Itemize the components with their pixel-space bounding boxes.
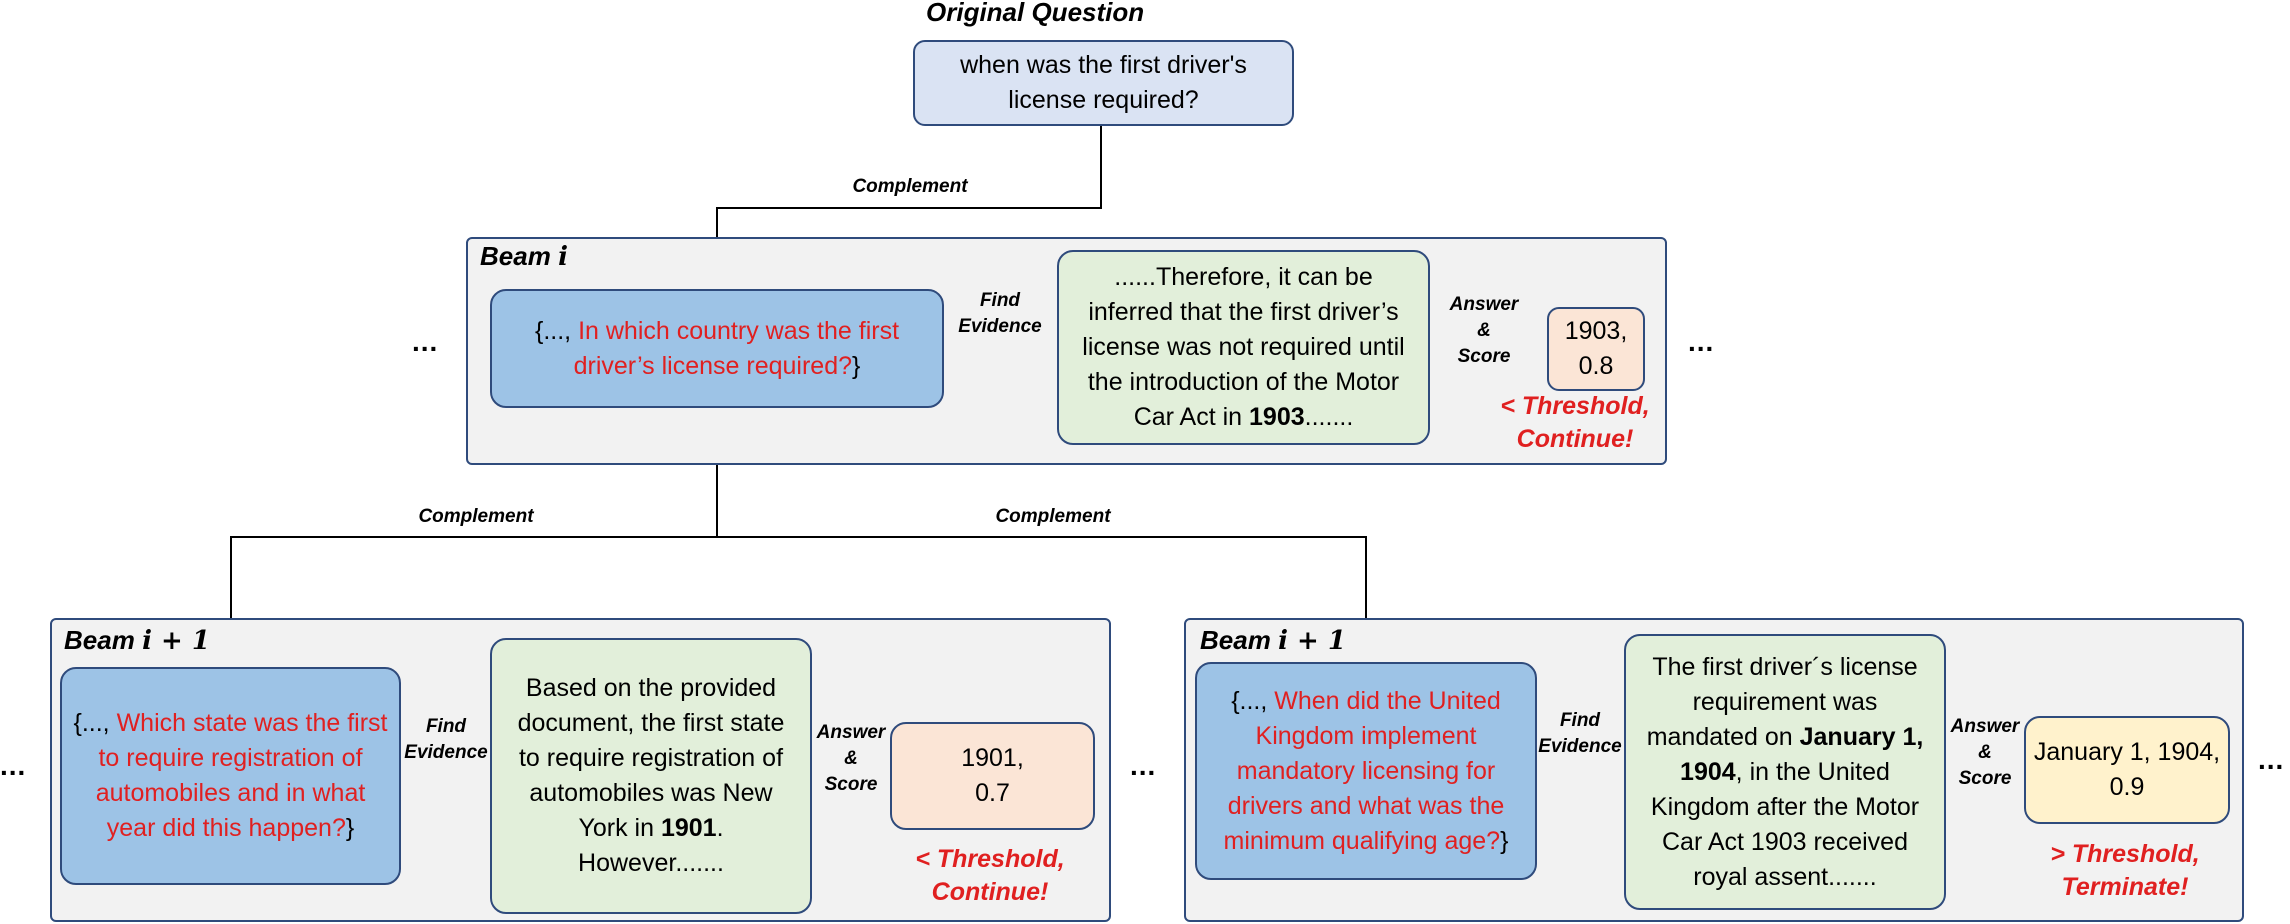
ellipsis-left-edge: ... — [0, 750, 27, 781]
beam-i-answer-text: 1903, 0.8 — [1564, 317, 1628, 380]
diagram-title: Original Question — [926, 0, 1145, 27]
beam-i1-left-answer-text: 1901, 0.7 — [961, 744, 1024, 807]
beam-i1-right-evidence-box: The first driver´s license requirement w… — [1624, 634, 1946, 910]
beam-i1-left-evidence-text: Based on the provided document, the firs… — [517, 674, 785, 877]
beam-i1-right-query-text: {..., When did the United Kingdom implem… — [1223, 686, 1509, 855]
beam-i-evidence-box: ......Therefore, it can be inferred that… — [1057, 250, 1430, 445]
beam-i1-right-query-box: {..., When did the United Kingdom implem… — [1195, 662, 1537, 880]
beam-i1-left-query-text: {..., Which state was the first to requi… — [73, 709, 388, 842]
beam-i1-left-answer-box: 1901, 0.7 — [890, 722, 1095, 830]
find-evidence-label-3: Find Evidence — [1538, 710, 1622, 757]
complement-label-top: Complement — [852, 176, 968, 197]
complement-label-left: Complement — [418, 506, 534, 527]
beam-i1-right-title: Beam i + 1 — [1200, 625, 1346, 656]
original-question-text: when was the first driver's license requ… — [960, 51, 1247, 114]
complement-label-right: Complement — [995, 506, 1111, 527]
ellipsis-middle: ... — [1130, 750, 1157, 781]
beam-i1-right-answer-box: January 1, 1904, 0.9 — [2024, 716, 2230, 824]
ellipsis-beam-i-left: ... — [412, 326, 439, 357]
beam-i1-left-evidence-box: Based on the provided document, the firs… — [490, 638, 812, 914]
ellipsis-beam-i-right: ... — [1688, 326, 1715, 357]
find-evidence-label-2: Find Evidence — [404, 716, 488, 763]
beam-i1-left-query-box: {..., Which state was the first to requi… — [60, 667, 401, 885]
beam-i-query-box: {..., In which country was the first dri… — [490, 289, 944, 408]
beam-i-query-text: {..., In which country was the first dri… — [534, 316, 900, 380]
beam-i-threshold: < Threshold, Continue! — [1500, 392, 1650, 453]
original-question-box: when was the first driver's license requ… — [913, 40, 1294, 126]
answer-score-label-3: Answer & Score — [1950, 716, 2020, 789]
beam-i1-right-threshold: > Threshold, Terminate! — [2050, 840, 2200, 901]
answer-score-label-2: Answer & Score — [816, 722, 886, 795]
beam-i1-right-answer-text: January 1, 1904, 0.9 — [2033, 738, 2221, 801]
beam-i-evidence-text: ......Therefore, it can be inferred that… — [1082, 263, 1405, 431]
beam-i-answer-box: 1903, 0.8 — [1547, 307, 1645, 391]
answer-score-label-1: Answer & Score — [1449, 294, 1519, 367]
beam-i1-left-threshold: < Threshold, Continue! — [915, 845, 1065, 906]
beam-i1-right-evidence-text: The first driver´s license requirement w… — [1646, 652, 1924, 891]
beam-i1-left-title: Beam i + 1 — [64, 625, 210, 656]
beam-i-title: Beam i — [480, 241, 568, 272]
find-evidence-label-1: Find Evidence — [958, 290, 1042, 337]
ellipsis-right-edge: ... — [2258, 744, 2285, 775]
